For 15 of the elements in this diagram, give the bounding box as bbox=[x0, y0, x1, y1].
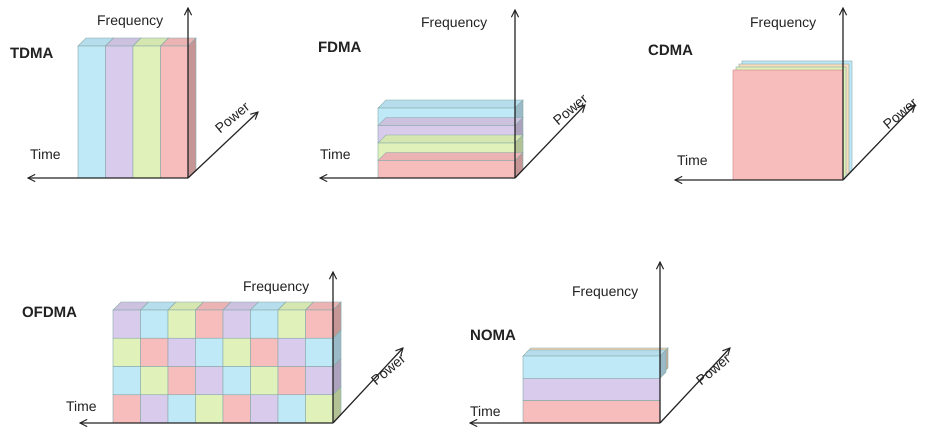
panel-title: TDMA bbox=[10, 46, 54, 62]
panel-title: NOMA bbox=[470, 328, 516, 344]
axis-label: Frequency bbox=[572, 283, 638, 299]
panel-title: CDMA bbox=[648, 43, 693, 59]
axis-label: Time bbox=[470, 403, 501, 419]
axis-label: Time bbox=[677, 152, 708, 168]
panel-title: FDMA bbox=[318, 40, 362, 56]
axis-label: Frequency bbox=[243, 278, 310, 294]
axis-label: Time bbox=[30, 146, 61, 162]
axis-label: Time bbox=[320, 146, 351, 162]
axis-label: Frequency bbox=[97, 12, 164, 28]
axis-label: Frequency bbox=[421, 14, 488, 30]
panel-title: OFDMA bbox=[22, 305, 77, 321]
axis-label: Time bbox=[66, 398, 97, 414]
axis-label: Frequency bbox=[750, 14, 816, 30]
